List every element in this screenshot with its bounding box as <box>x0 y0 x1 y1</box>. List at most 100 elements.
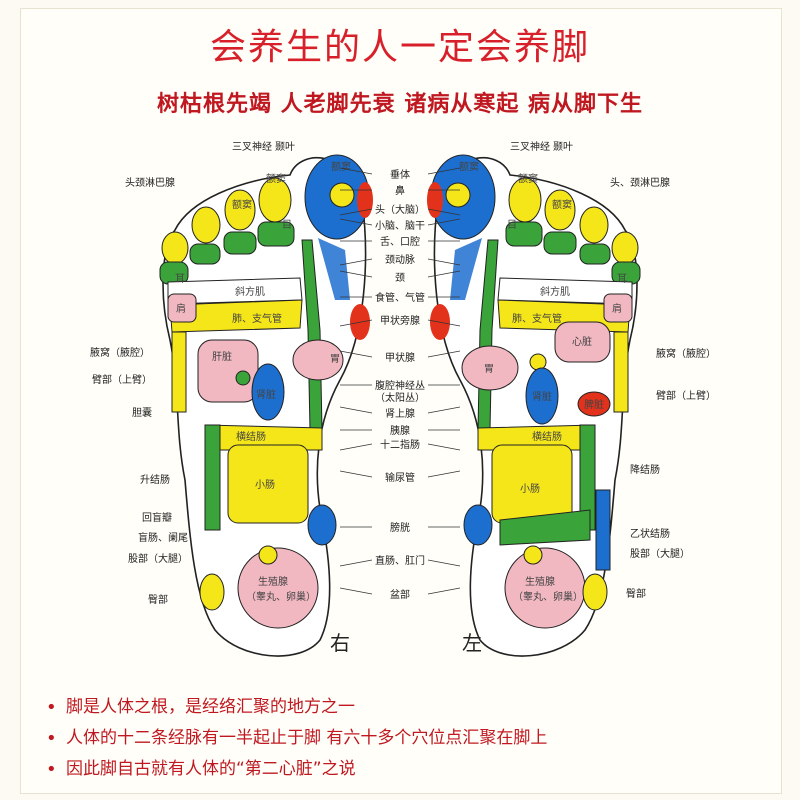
zone-ear-label: 耳 <box>175 273 185 285</box>
zone-eye-label-left: 目 <box>507 220 517 231</box>
left-label: 臂部（上臂） <box>92 373 152 386</box>
zone-sinus-label-4: 额窦 <box>232 198 252 211</box>
center-label: 小脑、脑干 <box>375 219 425 232</box>
zone-trapezius-label: 斜方肌 <box>235 285 265 298</box>
center-label: 食管、气管 <box>375 291 425 304</box>
left-toe-5 <box>611 231 639 265</box>
leader-line <box>339 350 373 358</box>
zone-lung-label-left: 肺、支气管 <box>512 312 562 325</box>
zone-stomach-label-left: 胃 <box>484 363 494 375</box>
left-label: 颞叶 <box>275 141 295 153</box>
right-toe-4 <box>191 206 221 244</box>
leader-line <box>427 443 461 451</box>
notes-list: • 脚是人体之根，是经络汇聚的地方之一 •人体的十二条经脉有一半起止于脚 有六十多… <box>42 692 762 785</box>
left-label: 盲肠、阑尾 <box>138 531 188 544</box>
zone-trapezius-label-left: 斜方肌 <box>540 285 570 298</box>
right-label: 三叉神经 <box>510 140 550 153</box>
poster-frame <box>20 8 782 794</box>
left-label: 股部（大腿） <box>128 552 188 565</box>
left-stomach-zone <box>461 345 519 391</box>
right-label: 头、颈淋巴腺 <box>610 176 670 189</box>
center-label: 甲状腺 <box>385 351 415 364</box>
leader-line <box>427 470 461 478</box>
right-label: 颞叶 <box>553 141 573 153</box>
center-label: （太阳丛） <box>375 391 425 404</box>
right-kidney-zone <box>251 363 285 421</box>
right-liver-zone <box>197 339 259 403</box>
zone-gonad-sub-label-left: （睾丸、卵巢） <box>513 590 583 603</box>
zone-sinus-label-2: 额窦 <box>266 172 286 185</box>
bullet-icon: • <box>46 759 57 780</box>
right-label: 股部（大腿） <box>630 547 690 560</box>
note-text: 脚是人体之根，是经络汇聚的地方之一 <box>66 697 355 717</box>
center-label: 腹腔神经丛 <box>375 379 425 392</box>
center-label: 输尿管 <box>385 471 415 484</box>
left-shoulder-zone <box>603 293 633 323</box>
leader-line <box>339 270 373 278</box>
center-label: 盆部 <box>390 588 410 601</box>
center-label: 颈动脉 <box>385 253 415 266</box>
left-heart-zone <box>554 321 611 363</box>
note-item: • 脚是人体之根，是经络汇聚的地方之一 <box>42 692 762 723</box>
left-gonad-zone <box>504 547 586 629</box>
note-item: •人体的十二条经脉有一半起止于脚 有六十多个穴位点汇聚在脚上 <box>42 723 762 754</box>
left-label: 升结肠 <box>140 473 170 486</box>
center-label: 直肠、肛门 <box>375 554 425 567</box>
leader-line <box>339 406 373 414</box>
bullet-icon: • <box>46 697 57 718</box>
center-label: 鼻 <box>395 184 405 197</box>
right-labels: 三叉神经颞叶头、颈淋巴腺腋窝（腋腔）臂部（上臂）降结肠乙状结肠股部（大腿）臀部 <box>510 140 716 600</box>
zone-sinus-label: 额窦 <box>331 160 351 173</box>
leader-line <box>339 258 373 266</box>
note-text: 因此脚自古就有人体的“第二心脏”之说 <box>66 759 356 779</box>
foot-label-left: 左 <box>462 631 482 655</box>
leader-line <box>339 208 373 216</box>
poster-title: 会养生的人一定会养脚 <box>209 27 590 68</box>
left-labels: 三叉神经颞叶头颈淋巴腺额窦眼耳腋窝（腋腔）臂部（上臂）胆囊升结肠回盲瓣盲肠、阑尾… <box>90 140 295 606</box>
right-toe-3 <box>224 189 256 231</box>
leader-line <box>339 587 373 595</box>
zone-liver-label: 肝脏 <box>212 350 232 363</box>
zone-kidney-label: 肾脏 <box>256 388 276 401</box>
leader-line <box>339 470 373 478</box>
zone-lung-label: 肺、支气管 <box>232 312 282 325</box>
zone-sinus-label-5: 额窦 <box>552 198 572 211</box>
center-label: 颈 <box>395 272 405 284</box>
zone-sinus-label-3: 额窦 <box>518 172 538 185</box>
leader-line <box>427 167 461 175</box>
zone-ear-label-left: 耳 <box>617 273 627 285</box>
zone-small-intestine-label: 小肠 <box>255 479 275 491</box>
zone-transverse-colon-label: 横结肠 <box>236 430 266 443</box>
leader-line <box>339 559 373 567</box>
right-toe-5 <box>161 231 189 265</box>
center-label: 垂体 <box>390 169 410 181</box>
right-shoulder-zone <box>167 293 197 323</box>
zone-labels: 额窦 额窦 额窦 额窦 额窦 额窦 目 目 耳 耳 斜方肌 斜方肌 肩 肩 肺、… <box>175 160 627 603</box>
left-toe-3 <box>544 189 576 231</box>
zone-eye-label: 目 <box>282 220 292 231</box>
zone-gonad-sub-label: （睾丸、卵巢） <box>246 590 316 603</box>
zone-transverse-colon-label-left: 横结肠 <box>532 430 562 443</box>
zone-sinus-label-left: 额窦 <box>459 160 479 173</box>
center-labels: 垂体鼻头（大脑）小脑、脑干舌、口腔颈动脉颈食管、气管甲状旁腺甲状腺腹腔神经丛（太… <box>339 167 461 601</box>
right-gonad-zone <box>237 547 319 629</box>
center-label: 胰腺 <box>390 424 410 437</box>
left-label: 三叉神经 <box>232 140 272 153</box>
zone-small-intestine-label-left: 小肠 <box>520 483 540 495</box>
right-small-intestine <box>227 444 309 524</box>
right-lung-zone <box>169 299 303 333</box>
right-foot <box>159 154 373 657</box>
center-label: 十二指肠 <box>380 438 420 451</box>
leader-line <box>339 443 373 451</box>
left-label: 胆囊 <box>132 406 152 419</box>
zone-heart-label: 心脏 <box>572 335 592 348</box>
left-label: 臀部 <box>148 593 168 606</box>
left-toe-4 <box>579 206 609 244</box>
note-item: • 因此脚自古就有人体的“第二心脏”之说 <box>42 754 762 785</box>
right-label: 乙状结肠 <box>630 527 670 540</box>
center-label: 头（大脑） <box>375 203 425 216</box>
center-label: 舌、口腔 <box>380 235 420 248</box>
leader-line <box>427 258 461 266</box>
center-label: 肾上腺 <box>385 407 415 420</box>
